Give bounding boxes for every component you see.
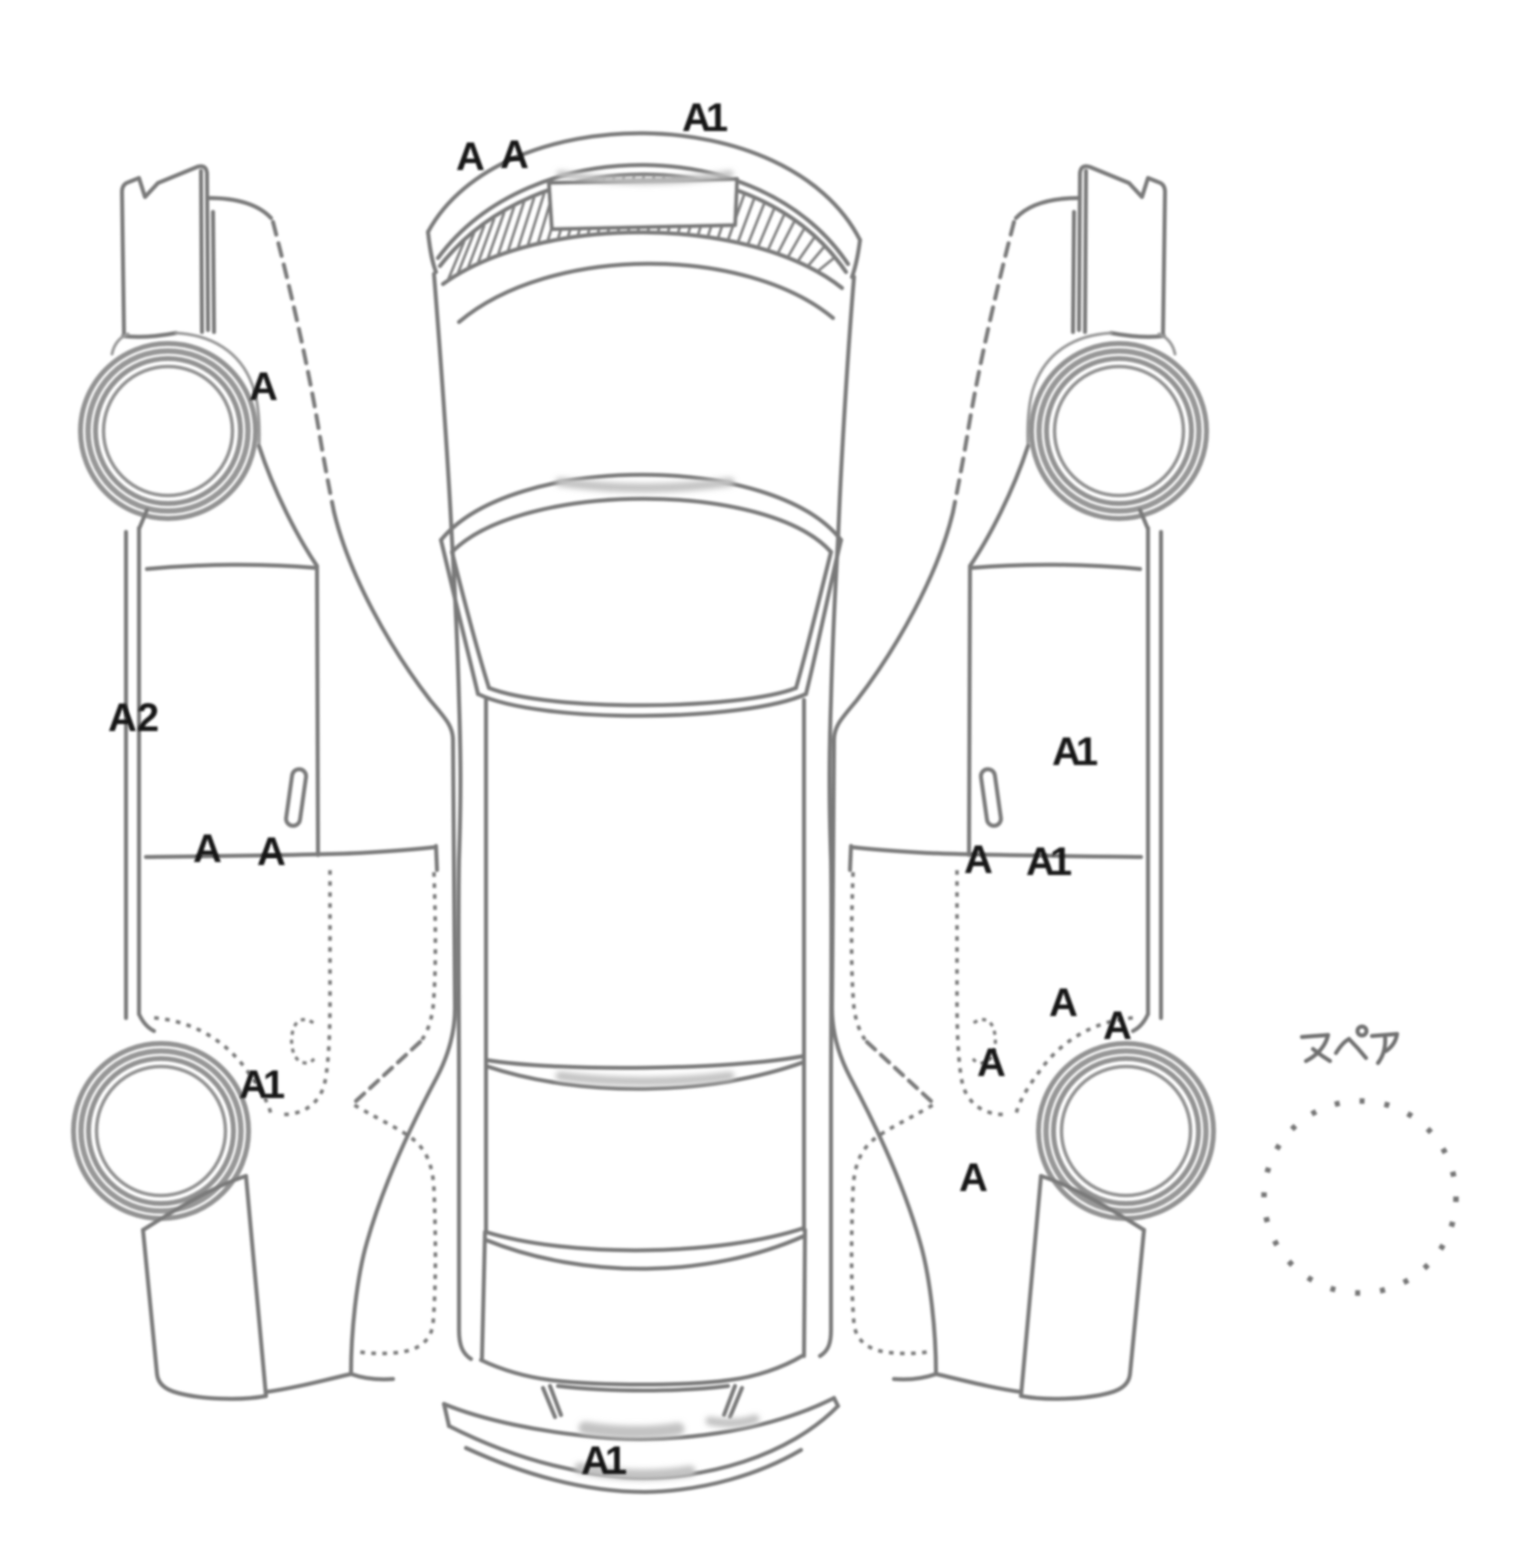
svg-text:A1: A1: [239, 1063, 285, 1107]
svg-text:A2: A2: [108, 696, 159, 740]
svg-text:A: A: [1049, 981, 1078, 1025]
svg-text:A: A: [500, 133, 529, 177]
svg-text:A: A: [1103, 1004, 1132, 1048]
svg-text:A: A: [456, 135, 485, 179]
svg-text:A: A: [249, 365, 278, 409]
svg-text:A: A: [964, 838, 993, 882]
svg-text:A: A: [977, 1041, 1006, 1085]
svg-text:A1: A1: [1052, 730, 1098, 774]
svg-text:A: A: [257, 830, 286, 874]
svg-text:A: A: [959, 1156, 988, 1200]
svg-text:A1: A1: [682, 96, 728, 140]
svg-text:A1: A1: [1026, 840, 1072, 884]
svg-text:A: A: [193, 827, 222, 871]
svg-text:A1: A1: [581, 1439, 627, 1483]
